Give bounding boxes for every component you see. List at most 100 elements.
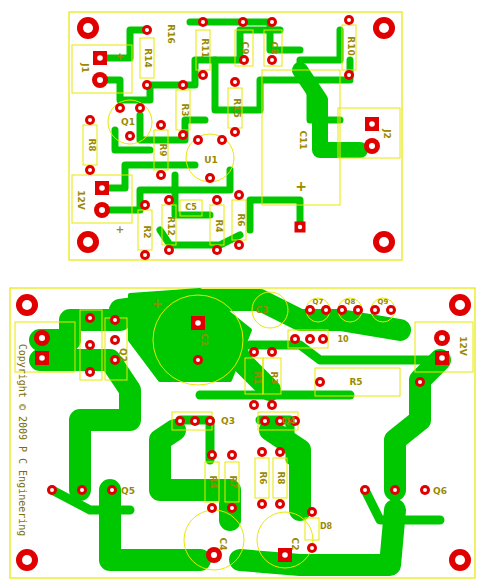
pad <box>156 170 166 180</box>
drill-hole <box>88 118 92 122</box>
pad <box>420 485 430 495</box>
drill-hole <box>393 488 397 492</box>
drill-hole <box>195 320 201 326</box>
drill-hole <box>196 138 200 142</box>
drill-hole <box>270 20 274 24</box>
pad <box>449 294 471 316</box>
drill-hole <box>389 308 393 312</box>
drill-hole <box>210 506 214 510</box>
pad <box>344 15 354 25</box>
drill-hole <box>113 358 117 362</box>
pad <box>238 17 248 27</box>
pad <box>198 70 208 80</box>
drill-hole <box>88 370 92 374</box>
pad <box>77 17 99 39</box>
pad <box>198 17 208 27</box>
pad <box>85 165 95 175</box>
drill-hole <box>80 488 84 492</box>
pad <box>449 549 471 571</box>
drill-hole <box>110 488 114 492</box>
drill-hole <box>356 308 360 312</box>
pad <box>16 549 38 571</box>
pad <box>267 17 277 27</box>
pad <box>267 55 277 65</box>
silkscreen <box>15 25 473 570</box>
drill-hole <box>39 335 45 341</box>
drill-hole <box>128 134 132 138</box>
drill-hole <box>270 350 274 354</box>
pad <box>115 103 125 113</box>
part-label: R8 <box>87 138 96 151</box>
drill-hole <box>181 83 185 87</box>
part-label: J1 <box>80 63 89 73</box>
part-label: C1 <box>199 334 208 347</box>
pad <box>318 334 328 344</box>
pad <box>390 485 400 495</box>
part-label: R7 <box>228 475 237 488</box>
pad <box>275 499 285 509</box>
drill-hole <box>145 83 149 87</box>
drill-hole <box>278 419 282 423</box>
drill-hole <box>167 198 171 202</box>
drill-hole <box>369 143 375 149</box>
pad <box>249 400 259 410</box>
drill-hole <box>278 450 282 454</box>
part-label: R15 <box>232 98 241 117</box>
pad <box>207 503 217 513</box>
pad <box>249 347 259 357</box>
drill-hole <box>278 502 282 506</box>
drill-hole <box>178 419 182 423</box>
pad <box>305 305 315 315</box>
part-label: R16 <box>166 24 175 43</box>
pad <box>415 377 425 387</box>
drill-hole <box>293 337 297 341</box>
pad <box>135 103 145 113</box>
drill-hole <box>145 28 149 32</box>
drill-hole <box>22 555 32 565</box>
drill-hole <box>439 355 445 361</box>
part-label: R4 <box>208 475 217 488</box>
pad <box>275 447 285 457</box>
pad <box>92 72 108 88</box>
pad <box>140 200 150 210</box>
drill-hole <box>252 350 256 354</box>
drill-hole <box>241 20 245 24</box>
drill-hole <box>22 300 32 310</box>
part-label: C2 <box>290 538 299 551</box>
drill-hole <box>318 380 322 384</box>
pad <box>178 80 188 90</box>
drill-hole <box>230 453 234 457</box>
part-label: 10 <box>337 336 348 344</box>
part-label: D8 <box>320 523 332 531</box>
part-label: Q1 <box>121 118 135 127</box>
drill-hole <box>308 308 312 312</box>
board-outline <box>10 12 475 578</box>
drill-hole <box>210 453 214 457</box>
part-label: + <box>151 296 163 310</box>
drill-hole <box>99 185 105 191</box>
part-label: Q4 <box>282 417 296 426</box>
pad <box>85 115 95 125</box>
pad <box>217 135 227 145</box>
drill-hole <box>237 193 241 197</box>
part-label: Q6 <box>433 487 447 496</box>
pad <box>257 447 267 457</box>
pad <box>315 377 325 387</box>
drill-hole <box>88 343 92 347</box>
drill-hole <box>252 403 256 407</box>
pad <box>178 130 188 140</box>
square-pad <box>365 117 379 131</box>
pad <box>239 55 249 65</box>
copyright-note: Copyright © 2009 P C Engineering <box>17 344 27 537</box>
drill-hole <box>237 243 241 247</box>
pad <box>290 334 300 344</box>
part-label: C9 <box>240 42 249 55</box>
drill-hole <box>88 168 92 172</box>
pad <box>321 305 331 315</box>
square-pad <box>191 316 205 330</box>
drill-hole <box>379 23 389 33</box>
pad <box>230 77 240 87</box>
pad <box>207 450 217 460</box>
part-label: R1 <box>252 371 261 384</box>
